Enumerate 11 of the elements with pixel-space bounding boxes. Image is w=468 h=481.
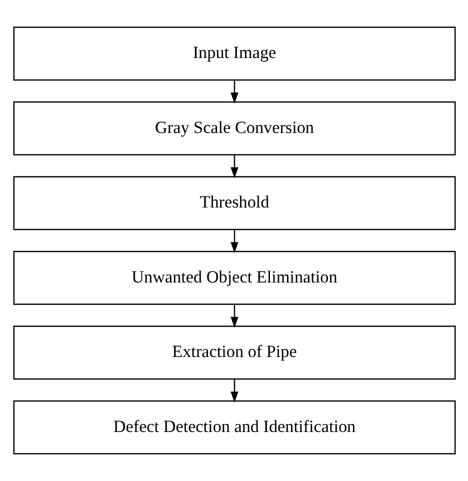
arrow [230,80,238,104]
node-box: Threshold [12,176,456,230]
node-box: Defect Detection and Identification [12,400,456,454]
node-box: Gray Scale Conversion [12,101,456,156]
node-box: Input Image [12,26,456,81]
node-box: Extraction of Pipe [12,326,456,380]
arrow [230,379,238,403]
arrow [230,154,238,178]
arrow [230,304,238,328]
node-box: Unwanted Object Elimination [12,250,456,305]
arrow [230,230,238,254]
